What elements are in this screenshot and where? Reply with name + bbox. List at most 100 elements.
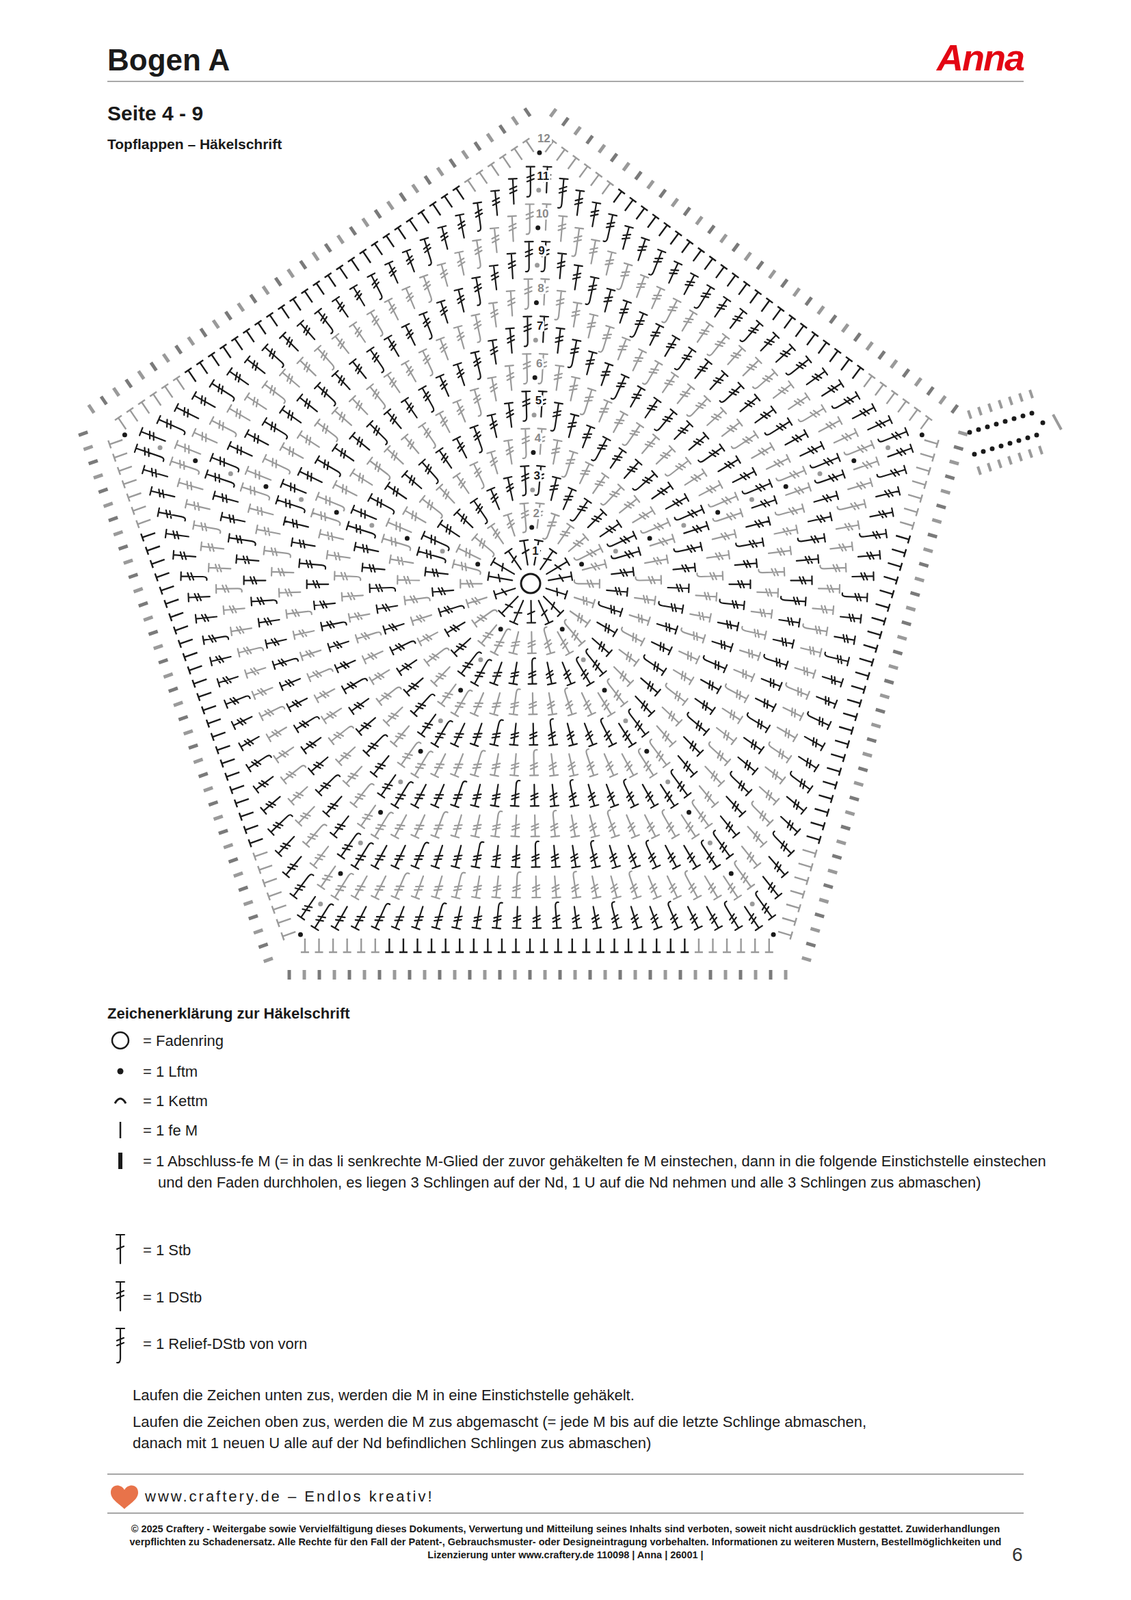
stitch-symbol — [332, 370, 351, 390]
stitch-symbol — [587, 313, 598, 338]
border-stitch — [919, 563, 928, 567]
stitch-symbol — [250, 596, 277, 606]
border-stitch — [957, 432, 967, 435]
stitch-symbol — [683, 845, 701, 869]
border-stitch — [337, 235, 344, 244]
header-rule — [107, 80, 1024, 82]
border-stitch — [906, 607, 915, 610]
stitch-symbol — [651, 642, 673, 655]
border-stitch — [513, 969, 517, 980]
border-stitch — [694, 969, 698, 980]
stitch-symbol — [553, 901, 562, 928]
stitch-symbol — [242, 328, 254, 342]
stitch-symbol — [733, 669, 755, 682]
stitch-symbol — [391, 906, 405, 930]
footer-rule — [107, 1472, 1024, 1475]
stitch-symbol — [192, 391, 216, 407]
border-stitch — [225, 311, 232, 321]
stitch-symbol — [244, 667, 266, 678]
border-stitch — [830, 315, 836, 323]
stitch-symbol — [216, 745, 231, 754]
stitch-symbol — [470, 388, 482, 417]
border-stitch — [806, 297, 812, 305]
stitch-symbol — [654, 408, 677, 431]
stitch-symbol — [886, 390, 899, 405]
stitch-symbol — [136, 519, 151, 528]
stitch-symbol — [613, 410, 628, 433]
stitch-symbol — [287, 698, 308, 712]
stitch-symbol — [510, 146, 522, 161]
stitch-symbol — [550, 784, 559, 807]
border-stitch — [412, 184, 418, 193]
chain-dot — [579, 561, 584, 567]
stitch-symbol — [786, 356, 812, 375]
stitch-symbol — [330, 815, 349, 838]
stitch-symbol — [758, 567, 785, 576]
stitch-symbol — [546, 557, 569, 574]
stitch-symbol — [642, 784, 659, 808]
stitch-symbol — [554, 365, 565, 390]
border-stitch — [910, 592, 920, 595]
border-stitch — [168, 687, 178, 692]
border-stitch — [823, 884, 833, 887]
stitch-symbol — [755, 890, 776, 920]
stitch-symbol — [278, 304, 290, 318]
stitch-symbol — [696, 592, 718, 601]
stitch-symbol — [371, 845, 388, 869]
border-stitch — [183, 730, 193, 734]
border-stitch — [939, 395, 946, 404]
stitch-symbol — [231, 336, 243, 351]
stitch-symbol — [332, 296, 349, 317]
stitch-symbol — [279, 369, 300, 388]
stitch-symbol — [804, 736, 826, 751]
stitch-symbol — [652, 482, 674, 499]
stitch-symbol — [681, 627, 705, 643]
stitch-symbol — [487, 162, 499, 176]
stitch-symbol — [276, 918, 292, 927]
stitch-symbol — [589, 239, 600, 264]
border-stitch — [781, 278, 788, 287]
stitch-symbol — [859, 529, 887, 539]
stitch-symbol — [763, 876, 782, 899]
stitch-symbol — [367, 457, 390, 481]
stitch-symbol — [369, 583, 396, 593]
stitch-symbol — [216, 584, 243, 593]
stitch-symbol — [423, 648, 449, 667]
stitch-symbol — [713, 508, 744, 522]
stitch-symbol — [346, 521, 376, 539]
stitch-symbol — [470, 425, 483, 453]
stitch-symbol — [879, 590, 894, 599]
stitch-symbol — [751, 609, 773, 619]
round-number: 10 — [534, 207, 551, 220]
stitch-symbol — [453, 436, 468, 458]
stitch-symbol — [540, 938, 549, 952]
stitch-symbol — [588, 509, 607, 528]
stitch-symbol — [572, 906, 582, 928]
stitch-symbol — [707, 550, 730, 560]
stitch-symbol — [487, 523, 504, 543]
stitch-symbol — [763, 654, 788, 669]
border-stitch — [618, 969, 623, 980]
stitch-symbol — [396, 659, 417, 675]
stitch-symbol — [528, 692, 537, 714]
stitch-symbol — [551, 439, 563, 464]
chain-dot — [707, 840, 713, 846]
stitch-symbol — [510, 780, 521, 807]
border-stitch — [953, 446, 963, 450]
stitch-symbol — [824, 652, 849, 666]
stitch-symbol — [315, 938, 324, 952]
stitch-symbol — [389, 555, 414, 565]
border-stitch — [968, 410, 971, 419]
stitch-symbol — [812, 605, 834, 615]
stitch-symbol — [161, 383, 173, 398]
stitch-symbol — [145, 545, 161, 554]
stitch-symbol — [622, 753, 638, 777]
stitch-symbol — [178, 639, 193, 648]
stitch-symbol — [842, 592, 868, 602]
stitch-symbol — [418, 385, 434, 412]
stitch-symbol — [782, 707, 804, 721]
stitch-symbol — [275, 836, 295, 857]
stitch-symbol — [313, 601, 336, 610]
stitch-symbol — [238, 736, 259, 751]
stitch-symbol — [366, 384, 385, 409]
